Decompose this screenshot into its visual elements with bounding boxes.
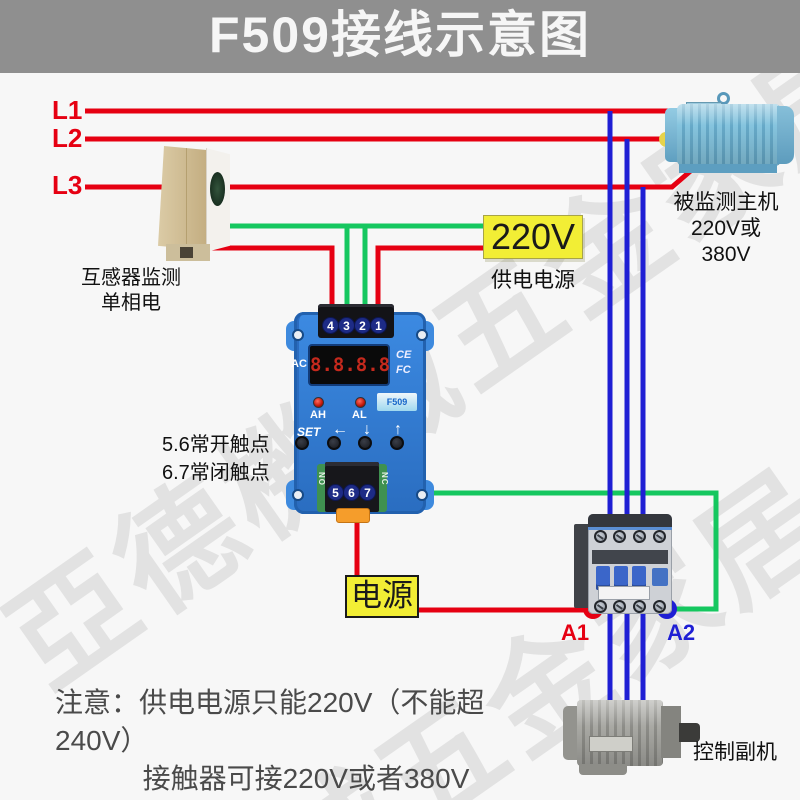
contact-note-line1: 5.6常开触点: [162, 434, 270, 456]
contactor-screw: [653, 600, 666, 613]
f509-device: 4 3 2 1 8.8.8.8 AC CE FC AH AL F509 SET …: [286, 304, 434, 523]
monitored-motor-line1: 被监测主机: [673, 191, 779, 214]
wire-green-terminal7-to-a2: [378, 490, 719, 612]
left-arrow-icon: ←: [332, 421, 348, 438]
ce-mark: CE: [396, 349, 412, 361]
contactor-indicator: [652, 568, 668, 586]
contactor-din-clip: [574, 524, 590, 608]
control-motor: [563, 696, 700, 776]
transformer-caption: 互感器监测 单相电: [70, 266, 192, 316]
contactor-screw: [613, 600, 626, 613]
down-button[interactable]: [358, 436, 372, 450]
title-banner: F509接线示意图: [0, 0, 800, 73]
current-transformer: [152, 140, 234, 264]
motor-lifting-eye: [717, 92, 730, 105]
phase-label-l3: L3: [52, 170, 83, 200]
wire-red-l1: [85, 108, 688, 126]
set-label: SET: [297, 425, 321, 439]
contactor-contact-block: [596, 566, 610, 590]
contact-note-line2: 6.7常闭触点: [162, 462, 270, 484]
contactor-screw: [633, 600, 646, 613]
wire-red-ct-to-terminal4: [206, 245, 335, 314]
wire-red-l3-right: [214, 166, 696, 190]
mounting-hole: [416, 329, 428, 341]
ah-label: AH: [310, 409, 326, 421]
contactor: [574, 514, 676, 618]
monitored-motor-line2: 220V或: [690, 217, 762, 240]
up-arrow-icon: ↑: [394, 421, 402, 438]
a2-label: A2: [667, 620, 696, 645]
power-source-tag: 电源: [345, 575, 419, 618]
wire-red-terminal1-to-supply: [375, 245, 484, 314]
motor-body: [677, 104, 781, 166]
control-motor-foot: [579, 764, 627, 775]
transformer-aperture: [210, 172, 225, 206]
mounting-hole: [292, 489, 304, 501]
brand-plate: F509: [377, 393, 417, 411]
contactor-blue-stripe: [588, 527, 672, 530]
control-motor-cap: [563, 706, 579, 760]
phase-label-l1: L1: [52, 95, 83, 125]
ah-led: [313, 397, 324, 408]
transformer-left-face: [158, 146, 208, 250]
note-line1: 注意：供电电源只能220V（不能超240V）: [55, 687, 485, 756]
contactor-contact-block: [632, 566, 646, 590]
terminal-badge-7: 7: [359, 484, 376, 501]
phase-label-l2: L2: [52, 123, 83, 153]
control-motor-shaft: [679, 723, 700, 742]
terminal-badge-6: 6: [343, 484, 360, 501]
up-button[interactable]: [390, 436, 404, 450]
contactor-screw: [633, 530, 646, 543]
al-label: AL: [352, 409, 367, 421]
contactor-screw: [613, 530, 626, 543]
transformer-slot: [180, 247, 193, 258]
page-title: F509接线示意图: [209, 7, 591, 63]
monitored-motor-line3: 380V: [701, 243, 751, 266]
nc-label: NC: [380, 472, 389, 486]
transformer-caption-line1: 互感器监测: [81, 267, 181, 289]
left-button[interactable]: [327, 436, 341, 450]
fcc-mark: FC: [396, 364, 411, 376]
contactor-label-strip: [598, 586, 650, 600]
contactor-screw: [594, 530, 607, 543]
a1-label: A1: [561, 620, 590, 645]
monitored-motor-caption: 被监测主机 220V或 380V: [653, 190, 799, 268]
contactor-mid-band: [592, 550, 668, 564]
terminal-badge-3: 3: [338, 317, 355, 334]
no-label: NO: [317, 472, 326, 486]
transformer-caption-line2: 单相电: [101, 292, 161, 314]
control-motor-housing: [661, 706, 681, 758]
contactor-contact-block: [614, 566, 628, 590]
note-line2: 接触器可接220V或者380V: [142, 763, 470, 794]
monitored-motor: [653, 92, 798, 187]
terminal-badge-5: 5: [327, 484, 344, 501]
contactor-screw: [653, 530, 666, 543]
contactor-top-cap: [588, 514, 672, 527]
control-motor-body: [577, 700, 663, 766]
control-motor-caption: 控制副机: [693, 741, 777, 764]
terminal-badge-2: 2: [354, 317, 371, 334]
contact-points-note: 5.6常开触点 6.7常闭触点: [162, 431, 270, 487]
contactor-screw: [594, 600, 607, 613]
down-arrow-icon: ↓: [363, 421, 371, 438]
set-button[interactable]: [295, 436, 309, 450]
motor-base: [679, 164, 777, 173]
terminal-badge-1: 1: [370, 317, 387, 334]
ac-label: AC: [291, 358, 307, 370]
terminal-badge-4: 4: [322, 317, 339, 334]
mounting-hole: [416, 489, 428, 501]
seven-segment-display: 8.8.8.8: [308, 344, 390, 386]
supply-caption: 供电电源: [491, 269, 575, 292]
al-led: [355, 397, 366, 408]
mounting-hole: [292, 329, 304, 341]
motor-rear-cap: [777, 106, 794, 164]
bottom-connector: [336, 508, 370, 523]
bottom-note: 注意：供电电源只能220V（不能超240V） 接触器可接220V或者380V: [55, 684, 557, 798]
control-motor-plate: [589, 736, 633, 752]
supply-voltage-tag: 220V: [483, 215, 583, 259]
